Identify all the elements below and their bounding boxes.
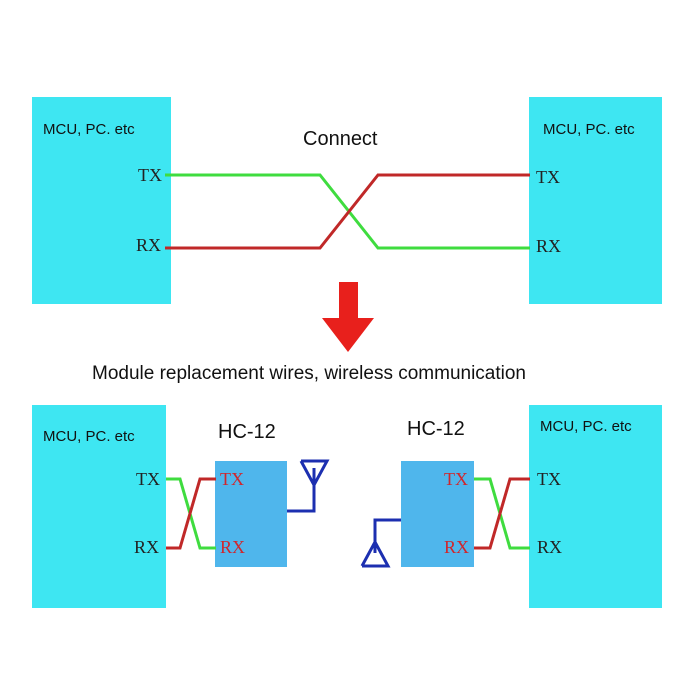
top-left-device-box [32,97,171,304]
left-module-tx-label: TX [220,469,244,489]
left-module-name: HC-12 [218,421,276,443]
bottom-left-tx-label: TX [136,469,160,489]
top-left-rx-label: RX [136,235,162,255]
bottom-right-tx-label: TX [537,469,561,489]
left-module-rx-label: RX [220,537,246,557]
top-left-box-label: MCU, PC. etc [43,121,135,138]
caption-text: Module replacement wires, wireless commu… [92,363,527,384]
right-hc12-module [401,461,474,567]
bottom-left-device-box [32,405,166,608]
bottom-left-red-wire [166,477,216,550]
bottom-left-rx-label: RX [134,537,160,557]
right-module-name: HC-12 [407,418,465,440]
top-right-rx-label: RX [536,236,562,256]
top-red-wire [165,173,530,250]
right-antenna-icon [360,518,401,568]
bottom-right-device-box [529,405,662,608]
bottom-right-green-wire [474,477,530,550]
right-module-tx-label: TX [444,469,468,489]
left-hc12-module [215,461,287,567]
bottom-left-box-label: MCU, PC. etc [43,428,135,445]
top-left-tx-label: TX [138,165,162,185]
top-right-box-label: MCU, PC. etc [543,121,635,138]
top-right-device-box [529,97,662,304]
connect-title: Connect [303,128,378,150]
left-antenna-icon [287,459,330,513]
top-right-tx-label: TX [536,167,560,187]
bottom-right-red-wire [474,477,530,550]
bottom-right-rx-label: RX [537,537,563,557]
right-module-rx-label: RX [444,537,470,557]
down-arrow [322,282,374,352]
bottom-right-box-label: MCU, PC. etc [540,418,632,435]
